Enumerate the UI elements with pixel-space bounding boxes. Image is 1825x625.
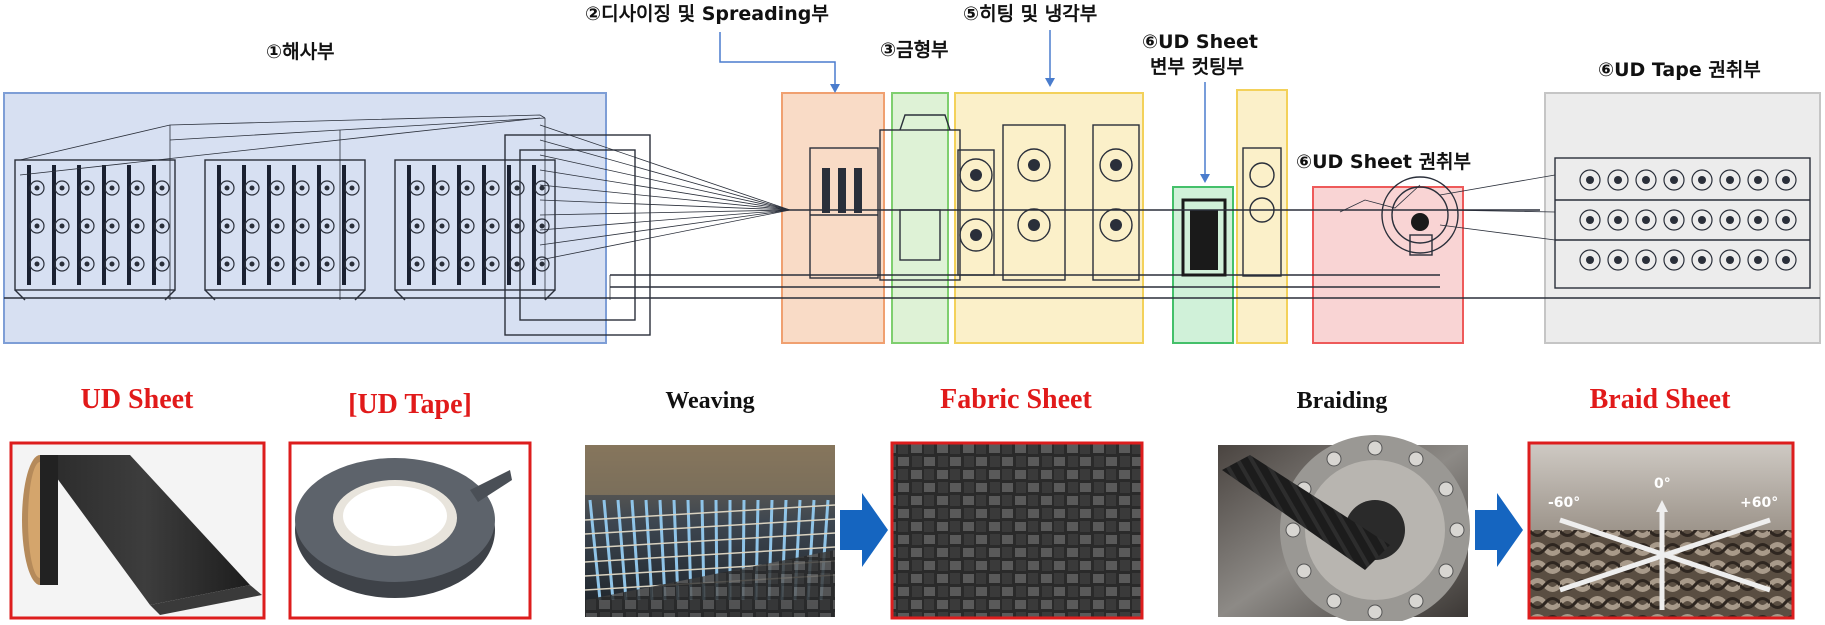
- ud-sheet-image: [9, 441, 266, 620]
- label-tape-winding: ⑥UD Tape 권취부: [1598, 59, 1761, 81]
- section-box-unwinding: [3, 92, 607, 344]
- product-label-fabric-sheet: Fabric Sheet: [940, 384, 1092, 415]
- product-label-ud-tape: [UD Tape]: [348, 389, 472, 420]
- leader-lines: [719, 30, 1210, 183]
- label-heating: ⑤히팅 및 냉각부: [963, 3, 1097, 25]
- section-box-sheet-winding: [1312, 186, 1464, 344]
- arrow-weaving-to-fabric: [840, 493, 888, 567]
- section-box-desizing: [781, 92, 885, 344]
- section-box-tape-winding: [1544, 92, 1821, 344]
- label-edge-cut-line1: ⑥UD Sheet: [1142, 31, 1258, 53]
- label-unwinding: ①해사부: [266, 41, 335, 63]
- product-label-braid-sheet: Braid Sheet: [1590, 384, 1731, 415]
- ud-tape-image: [288, 441, 532, 620]
- label-desizing: ②디사이징 및 Spreading부: [585, 3, 829, 25]
- label-sheet-winding: ⑥UD Sheet 권취부: [1296, 151, 1471, 173]
- arrow-braiding-to-braid: [1475, 493, 1523, 567]
- braid-sheet-image: -60° 0° +60°: [1527, 441, 1795, 620]
- section-box-mold: [891, 92, 949, 344]
- braid-angle-center: 0°: [1654, 476, 1671, 492]
- product-label-ud-sheet: UD Sheet: [81, 384, 194, 415]
- weaving-image: [584, 445, 836, 617]
- product-label-weaving: Weaving: [665, 388, 754, 414]
- braid-angle-left: -60°: [1548, 495, 1580, 511]
- braiding-image: [1218, 435, 1470, 625]
- product-label-braiding: Braiding: [1297, 388, 1388, 414]
- machine-drawing: [4, 114, 1820, 336]
- fabric-sheet-image: [890, 441, 1144, 620]
- label-edge-cut-line2: 변부 컷팅부: [1150, 56, 1244, 78]
- braid-angle-right: +60°: [1740, 495, 1778, 511]
- label-mold: ③금형부: [880, 39, 949, 61]
- section-box-edge-cut-yellow: [1236, 89, 1288, 344]
